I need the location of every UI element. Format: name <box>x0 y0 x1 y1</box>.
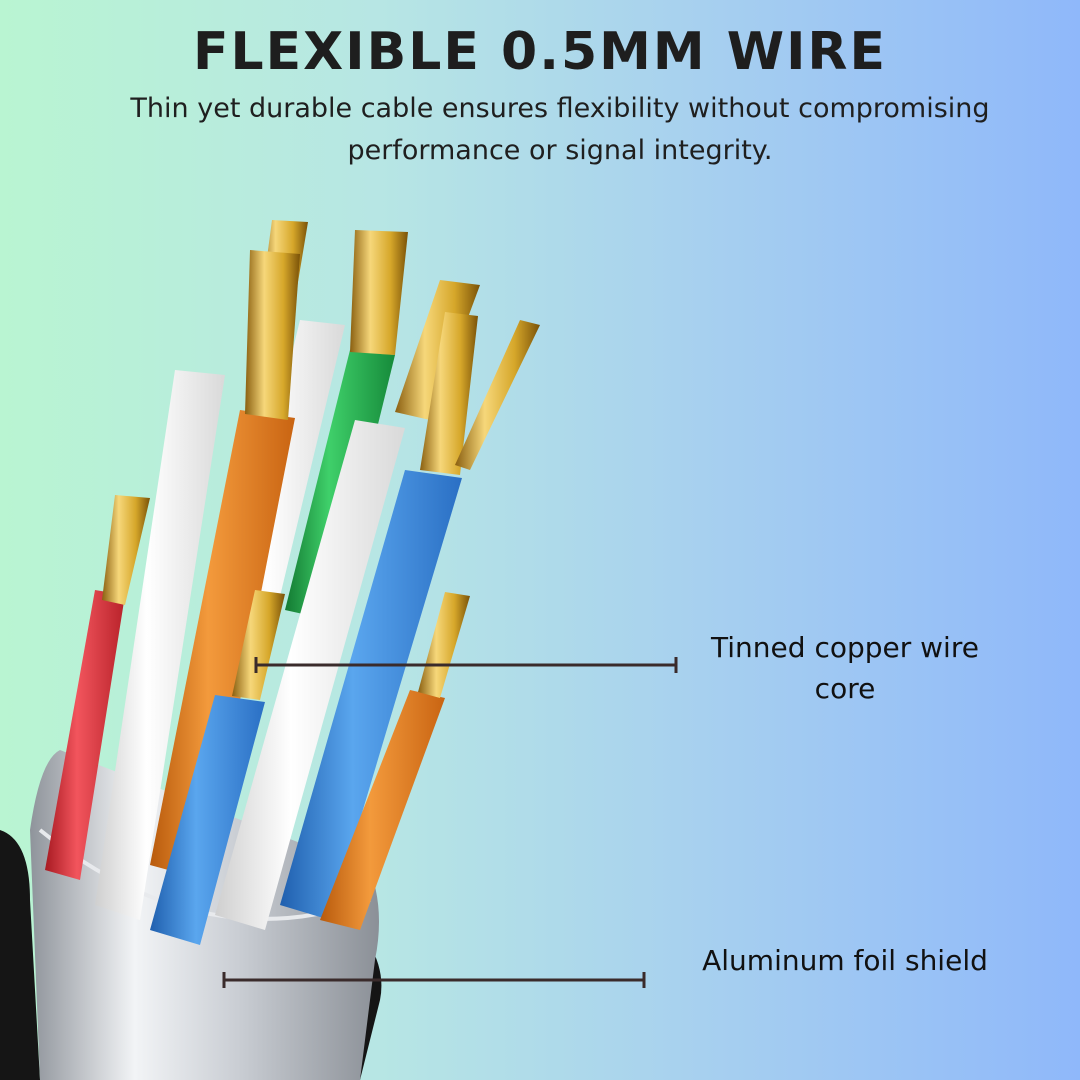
inner-wires <box>45 220 540 945</box>
red-wire-conductor <box>102 495 150 605</box>
white-wire-left <box>95 370 225 920</box>
orange-wire-conductor <box>245 250 300 420</box>
orange-wire-small-conductor <box>418 592 470 698</box>
callout-line-foil <box>222 972 646 988</box>
blue-wire-large-conductor <box>420 312 478 475</box>
callout-line-copper <box>254 657 678 673</box>
callout-tinned-copper: Tinned copper wire core <box>711 631 979 705</box>
blue-wire-small-conductor <box>232 590 285 700</box>
green-wire-conductor <box>350 230 408 355</box>
page-title: FLEXIBLE 0.5MM WIRE <box>193 22 887 82</box>
orange-wire-large <box>150 410 295 880</box>
blue-wire-large <box>280 470 462 920</box>
page-subtitle: Thin yet durable cable ensures flexibili… <box>130 93 990 166</box>
white-wire-middle <box>215 420 405 930</box>
blue-wire-small <box>150 695 265 945</box>
orange-wire-small <box>320 690 445 930</box>
callout-aluminum-foil: Aluminum foil shield <box>702 944 988 977</box>
drain-wire <box>455 320 540 470</box>
red-wire <box>45 590 125 880</box>
